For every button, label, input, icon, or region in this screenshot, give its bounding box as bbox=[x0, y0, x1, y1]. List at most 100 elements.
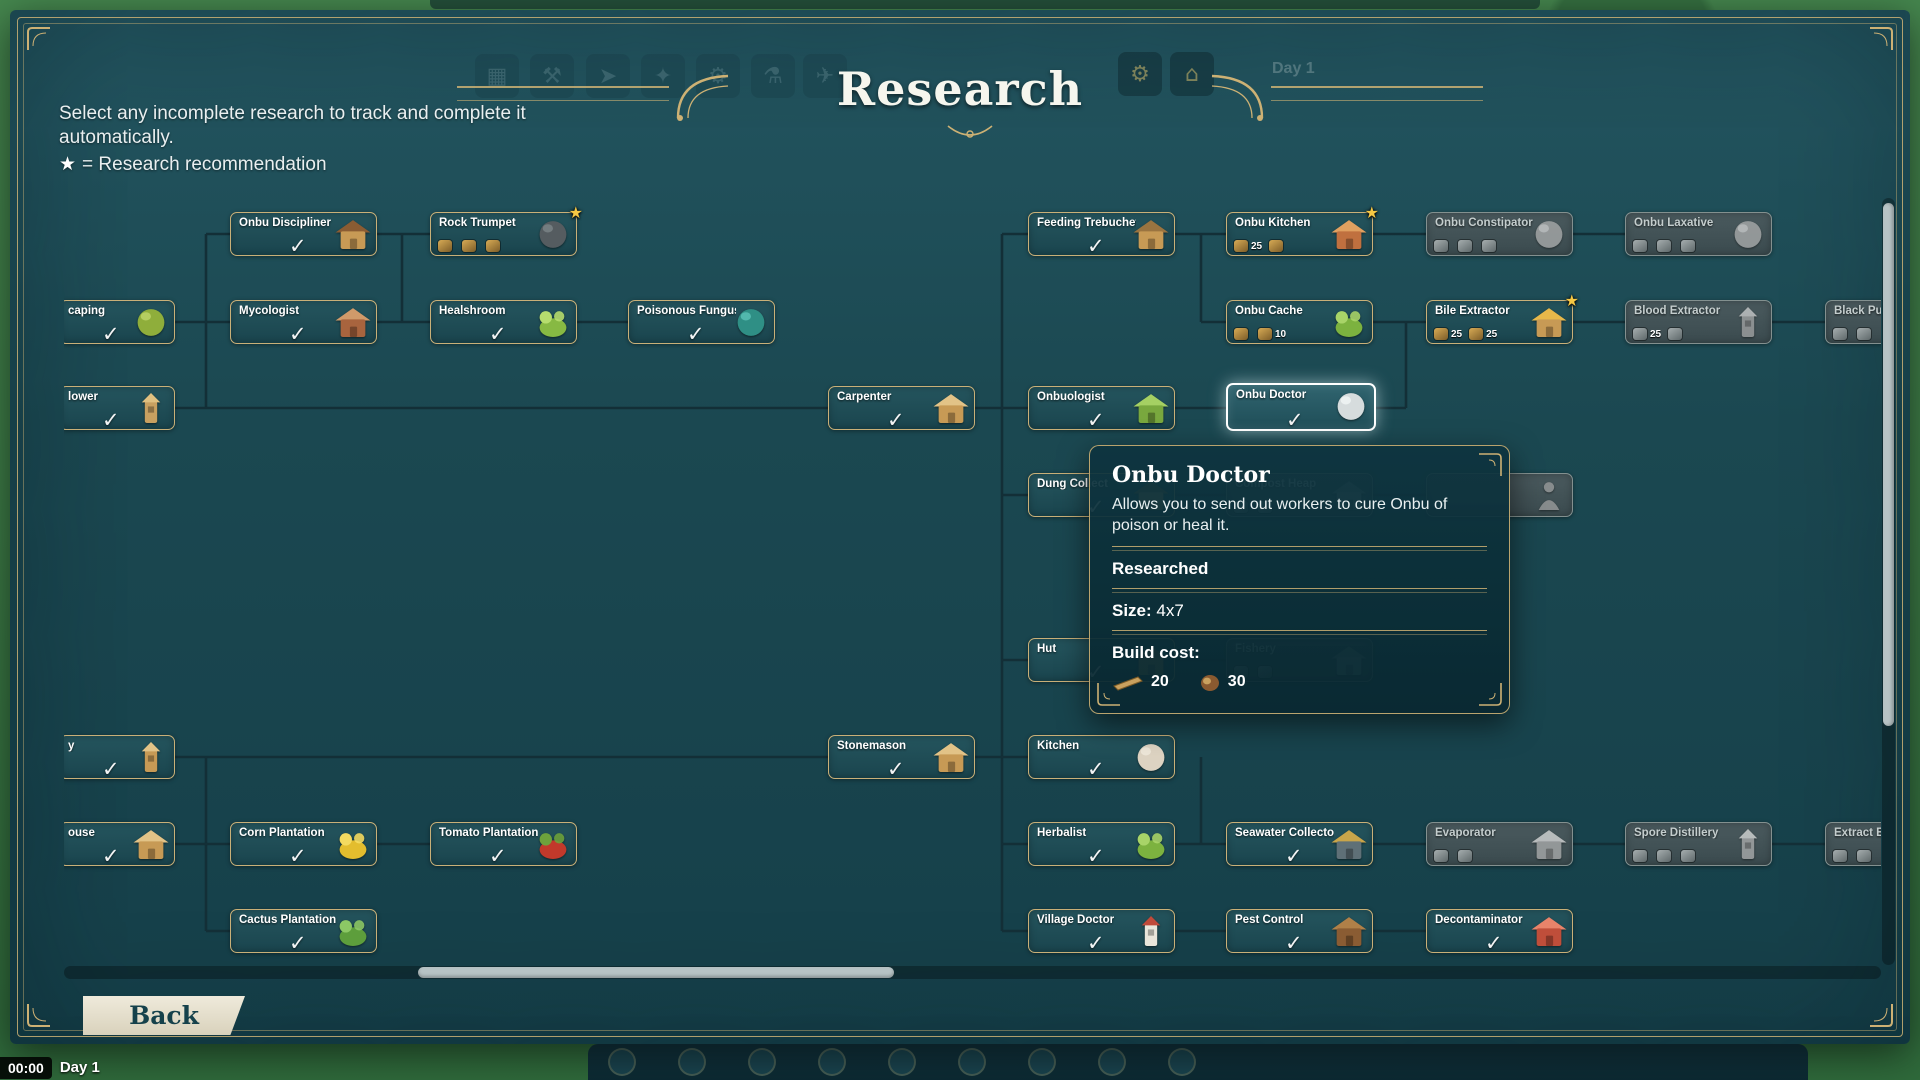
research-cost-icon bbox=[1434, 850, 1448, 862]
research-cost-icon bbox=[1657, 850, 1671, 862]
researched-check-icon: ✓ bbox=[102, 844, 120, 868]
research-node-onbu-constipator[interactable]: Onbu Constipator bbox=[1426, 212, 1573, 256]
research-node-extract-essence[interactable]: Extract Ess bbox=[1825, 822, 1881, 866]
background-day-label: Day 1 bbox=[1272, 60, 1315, 77]
research-node-pest-control[interactable]: Pest Control✓ bbox=[1226, 909, 1373, 955]
tower-icon bbox=[1131, 914, 1171, 948]
plant-icon bbox=[533, 305, 573, 339]
corner-flourish-icon bbox=[1870, 27, 1893, 50]
toolbar-ghost-icon bbox=[888, 1048, 916, 1076]
research-node-decontaminator[interactable]: Decontaminator✓ bbox=[1426, 909, 1573, 955]
research-cost-row bbox=[438, 240, 503, 252]
research-node-healshroom[interactable]: Healshroom✓ bbox=[430, 300, 577, 346]
research-cost-icon bbox=[486, 240, 500, 252]
researched-check-icon: ✓ bbox=[1087, 757, 1105, 781]
research-cost-row bbox=[1833, 328, 1874, 340]
research-cost-row bbox=[1434, 240, 1499, 252]
researched-check-icon: ✓ bbox=[1087, 931, 1105, 955]
research-node-kitchen[interactable]: Kitchen✓ bbox=[1028, 735, 1175, 781]
orb-icon bbox=[131, 305, 171, 339]
vertical-scrollbar-thumb[interactable] bbox=[1883, 203, 1894, 726]
toolbar-ghost-icon bbox=[1098, 1048, 1126, 1076]
research-cost-icon bbox=[1857, 850, 1871, 862]
researched-check-icon: ✓ bbox=[102, 757, 120, 781]
researched-check-icon: ✓ bbox=[289, 931, 307, 955]
ghost-toolbar-icon: ➤ bbox=[586, 54, 630, 98]
research-cost-row bbox=[1434, 850, 1475, 862]
corner-flourish-icon bbox=[27, 27, 50, 50]
research-node-corn-plantation[interactable]: Corn Plantation✓ bbox=[230, 822, 377, 868]
toolbar-ghost-icon bbox=[958, 1048, 986, 1076]
research-node-tomato-plantation[interactable]: Tomato Plantation✓ bbox=[430, 822, 577, 868]
research-node-black-pudding[interactable]: Black Pudd bbox=[1825, 300, 1881, 344]
research-node-seawater-collector[interactable]: Seawater Collector✓ bbox=[1226, 822, 1373, 868]
research-node-poisonous-fungus[interactable]: Poisonous Fungus✓ bbox=[628, 300, 775, 346]
ghost-toolbar-icon: ▦ bbox=[475, 54, 519, 98]
toolbar-ghost-icon bbox=[1168, 1048, 1196, 1076]
research-node-onbu-discipliner[interactable]: Onbu Discipliner✓ bbox=[230, 212, 377, 258]
building-icon bbox=[1529, 827, 1569, 861]
research-node-landscaping[interactable]: caping✓ bbox=[64, 300, 175, 346]
research-node-village-doctor[interactable]: Village Doctor ✓ bbox=[1028, 909, 1175, 955]
research-node-mycologist[interactable]: Mycologist✓ bbox=[230, 300, 377, 346]
horizontal-scrollbar-thumb[interactable] bbox=[418, 967, 894, 978]
research-node-onbu-doctor[interactable]: Onbu Doctor✓ bbox=[1226, 383, 1376, 432]
research-node-stonemason[interactable]: Stonemason✓ bbox=[828, 735, 975, 781]
research-node-cactus-plantation[interactable]: Cactus Plantation✓ bbox=[230, 909, 377, 955]
research-node-warehouse[interactable]: ouse✓ bbox=[64, 822, 175, 868]
research-cost-icon bbox=[1633, 328, 1647, 340]
research-node-label: Onbu Doctor bbox=[1236, 389, 1307, 401]
research-node-onbuologist[interactable]: Onbuologist✓ bbox=[1028, 386, 1175, 432]
research-node-label: lower bbox=[68, 391, 99, 403]
research-node-label: Black Pudd bbox=[1834, 305, 1881, 317]
research-cost-value: 25 bbox=[1251, 240, 1263, 252]
research-node-label: Village Doctor bbox=[1037, 914, 1115, 926]
research-node-label: Feeding Trebuchet bbox=[1037, 217, 1136, 229]
vertical-scrollbar[interactable] bbox=[1882, 198, 1895, 965]
title-under-ornament-icon bbox=[947, 125, 993, 138]
research-node-lookout[interactable]: y✓ bbox=[64, 735, 175, 781]
research-node-onbu-laxative[interactable]: Onbu Laxative bbox=[1625, 212, 1772, 256]
back-button-label: Back bbox=[129, 1001, 199, 1030]
build-cost-value: 20 bbox=[1151, 672, 1169, 690]
title-rule bbox=[457, 86, 669, 88]
worker-icon bbox=[1529, 478, 1569, 512]
researched-check-icon: ✓ bbox=[289, 844, 307, 868]
back-button[interactable]: Back bbox=[83, 996, 245, 1035]
research-node-carpenter[interactable]: Carpenter✓ bbox=[828, 386, 975, 432]
researched-check-icon: ✓ bbox=[1285, 844, 1303, 868]
title-ornament-icon bbox=[1211, 74, 1264, 121]
page-title: Research bbox=[836, 62, 1084, 116]
research-cost-icon bbox=[1833, 328, 1847, 340]
corner-flourish-icon bbox=[1870, 1004, 1893, 1027]
research-node-flower[interactable]: lower✓ bbox=[64, 386, 175, 432]
tower-icon bbox=[1728, 827, 1768, 861]
ghost-toolbar-icon: ⌂ bbox=[1170, 52, 1214, 96]
research-node-rock-trumpet[interactable]: Rock Trumpet★ bbox=[430, 203, 583, 256]
research-cost-row bbox=[1633, 240, 1698, 252]
recommendation-legend: ★= Research recommendation bbox=[59, 153, 327, 176]
ghost-toolbar-icon: ⚒ bbox=[530, 54, 574, 98]
research-node-evaporator[interactable]: Evaporator bbox=[1426, 822, 1573, 866]
researched-check-icon: ✓ bbox=[1087, 844, 1105, 868]
plank-icon bbox=[1113, 676, 1143, 691]
research-node-label: Herbalist bbox=[1037, 827, 1087, 839]
legend-text: = Research recommendation bbox=[82, 154, 327, 175]
game-clock: 00:00 bbox=[0, 1056, 52, 1079]
research-node-spore-distillery[interactable]: Spore Distillery bbox=[1625, 822, 1772, 866]
research-node-feeding-trebuchet[interactable]: Feeding Trebuchet✓ bbox=[1028, 212, 1175, 258]
title-rule bbox=[457, 100, 669, 101]
building-icon bbox=[1329, 914, 1369, 948]
research-cost-value: 25 bbox=[1650, 328, 1662, 340]
research-node-label: Pest Control bbox=[1235, 914, 1304, 926]
research-node-herbalist[interactable]: Herbalist✓ bbox=[1028, 822, 1175, 868]
building-icon bbox=[931, 740, 971, 774]
research-cost-icon bbox=[1469, 328, 1484, 340]
horizontal-scrollbar[interactable] bbox=[64, 966, 1881, 979]
research-cost-icon bbox=[1857, 328, 1871, 340]
recommendation-star-icon: ★ bbox=[1364, 203, 1379, 222]
